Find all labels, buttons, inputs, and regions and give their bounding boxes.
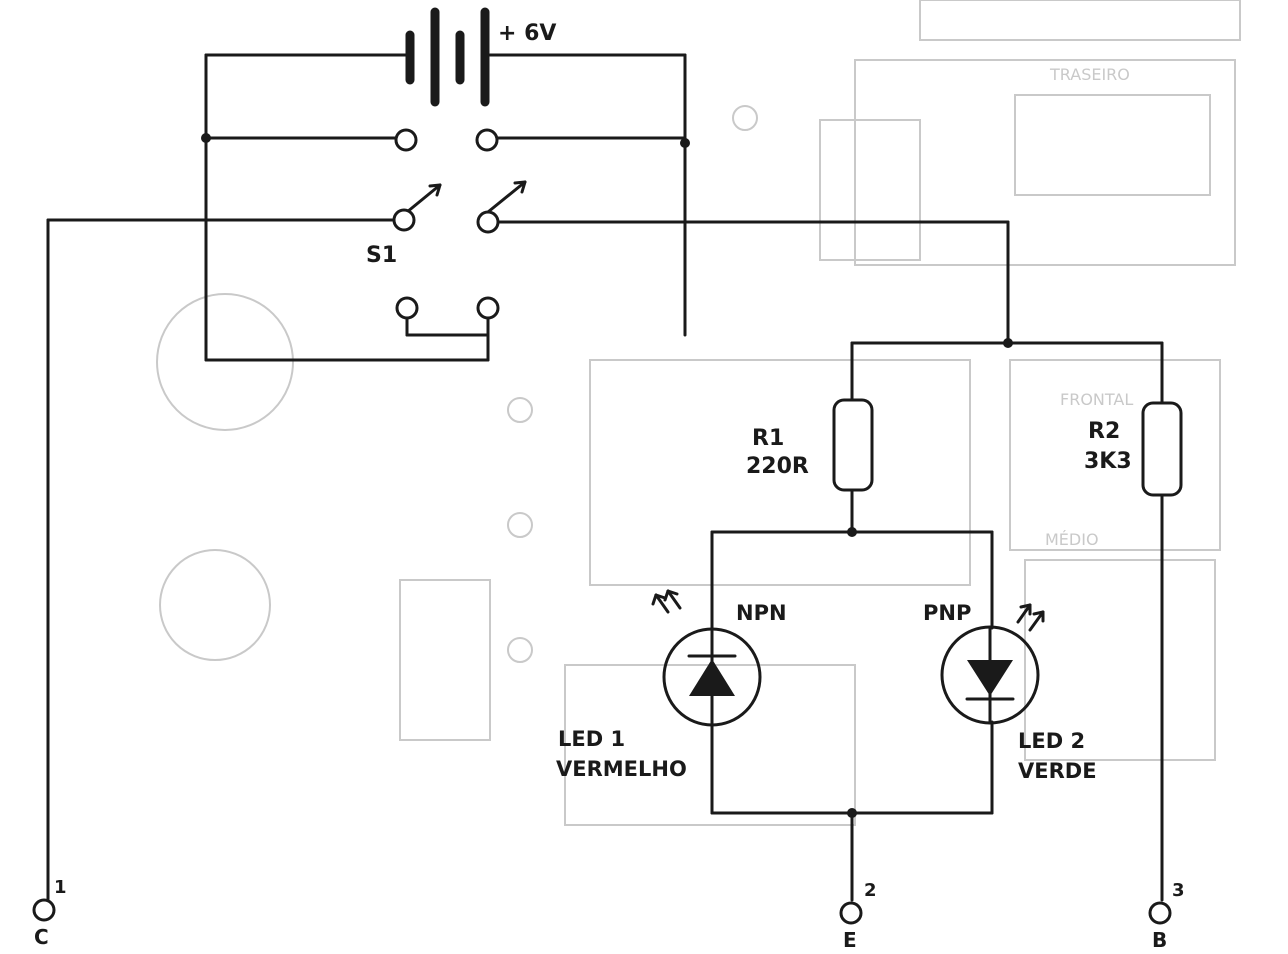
switch-contact bbox=[394, 128, 418, 152]
led-1-color-label: VERMELHO bbox=[556, 757, 687, 781]
r2-ref-label: R2 bbox=[1088, 419, 1120, 444]
led-1-name-label: LED 1 bbox=[558, 727, 625, 751]
led-2-color-label: VERDE bbox=[1018, 759, 1097, 783]
switch-contact bbox=[475, 128, 499, 152]
r2-value-label: 3K3 bbox=[1084, 449, 1132, 474]
resistor-r2 bbox=[1141, 401, 1183, 497]
battery-voltage-label: + 6V bbox=[498, 21, 556, 46]
svg-text:FRONTAL: FRONTAL bbox=[1060, 390, 1133, 409]
background-bleed-through: TRASEIRO FRONTAL MÉDIO bbox=[156, 0, 1241, 826]
switch-contact bbox=[476, 296, 500, 320]
resistor-r1 bbox=[832, 398, 874, 492]
terminal-3-number: 3 bbox=[1172, 880, 1185, 901]
r1-value-label: 220R bbox=[746, 454, 809, 479]
switch-contact bbox=[392, 208, 416, 232]
terminal-3-letter: B bbox=[1152, 928, 1167, 952]
terminal-1-letter: C bbox=[34, 925, 49, 949]
switch-label: S1 bbox=[366, 243, 397, 268]
terminal-3-base: 3 B bbox=[1148, 880, 1185, 952]
terminal-1-collector: 1 C bbox=[32, 877, 67, 949]
svg-text:MÉDIO: MÉDIO bbox=[1045, 530, 1099, 549]
resistor-network: R1 220R R2 3K3 bbox=[746, 220, 1183, 902]
switch-s1: S1 bbox=[46, 53, 1010, 362]
terminal-2-number: 2 bbox=[864, 880, 877, 901]
led-2-name-label: LED 2 bbox=[1018, 729, 1085, 753]
led-1-vermelho: NPN LED 1 VERMELHO bbox=[556, 589, 787, 781]
terminal-2-letter: E bbox=[843, 928, 857, 952]
svg-text:TRASEIRO: TRASEIRO bbox=[1049, 65, 1130, 84]
switch-contact bbox=[395, 296, 419, 320]
led-2-verde: PNP LED 2 VERDE bbox=[923, 601, 1097, 783]
terminal-2-emitter: 2 E bbox=[839, 880, 877, 952]
battery: + 6V bbox=[204, 7, 687, 107]
led-1-type-label: NPN bbox=[736, 601, 787, 625]
r1-ref-label: R1 bbox=[752, 426, 784, 451]
terminal-1-number: 1 bbox=[54, 877, 67, 898]
led-2-type-label: PNP bbox=[923, 601, 971, 625]
led-bridge bbox=[710, 527, 994, 902]
switch-contact bbox=[476, 210, 500, 234]
